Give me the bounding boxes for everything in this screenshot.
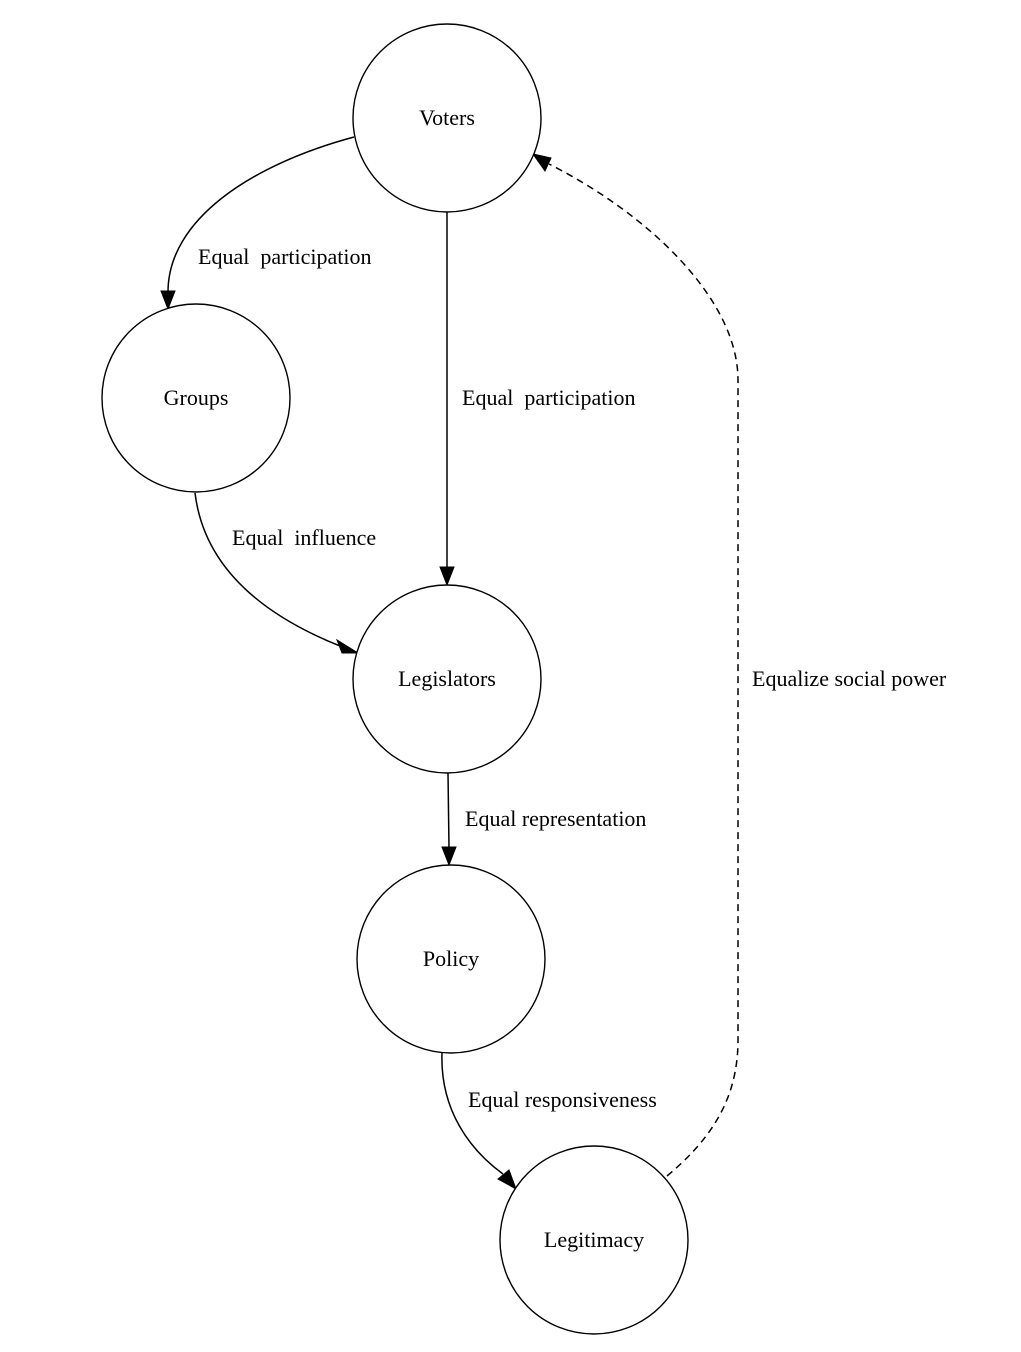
node-legislators-circle [352, 584, 542, 774]
node-legitimacy-circle [499, 1145, 689, 1335]
edge-legislators-policy: Equal representation [441, 772, 646, 867]
node-policy-label: Policy [423, 946, 479, 971]
node-legislators-label: Legislators [398, 666, 496, 691]
edge-legitimacy-voters-line [548, 163, 739, 1177]
edge-policy-legitimacy-label: Equal responsiveness [468, 1087, 657, 1112]
node-legislators: Legislators [352, 584, 542, 774]
node-legitimacy: Legitimacy [499, 1145, 689, 1335]
edge-voters-legislators-arrowhead [439, 566, 455, 587]
edge-legislators-policy-label: Equal representation [465, 806, 646, 831]
edge-policy-legitimacy-line [441, 1052, 504, 1175]
edge-groups-legislators-line [194, 492, 341, 647]
edge-groups-legislators-label: Equal influence [232, 525, 376, 550]
edge-legitimacy-voters: Equalize social power [531, 153, 947, 1177]
node-voters-circle [352, 23, 542, 213]
node-groups-circle [101, 303, 291, 493]
edge-groups-legislators-arrowhead [336, 638, 360, 654]
node-policy-circle [356, 864, 546, 1054]
node-voters-label: Voters [419, 105, 475, 130]
node-policy: Policy [356, 864, 546, 1054]
edge-legitimacy-voters-arrowhead [531, 153, 552, 172]
node-groups: Groups [101, 303, 291, 493]
edge-legislators-policy-arrowhead [441, 846, 457, 867]
edge-voters-groups-arrowhead [160, 290, 176, 311]
node-groups-label: Groups [164, 385, 229, 410]
edge-legislators-policy-line [447, 772, 450, 849]
edge-groups-legislators: Equal influence [194, 492, 376, 654]
edge-legitimacy-voters-label: Equalize social power [752, 666, 947, 691]
node-voters: Voters [352, 23, 542, 213]
edge-voters-groups: Equal participation [160, 136, 372, 311]
edge-policy-legitimacy: Equal responsiveness [441, 1052, 657, 1191]
edge-voters-legislators-label: Equal participation [462, 385, 636, 410]
edge-voters-groups-label: Equal participation [198, 244, 372, 269]
edge-voters-legislators: Equal participation [439, 212, 636, 587]
edge-voters-groups-line [167, 136, 355, 293]
node-legitimacy-label: Legitimacy [544, 1227, 644, 1252]
edge-policy-legitimacy-arrowhead [497, 1169, 517, 1191]
